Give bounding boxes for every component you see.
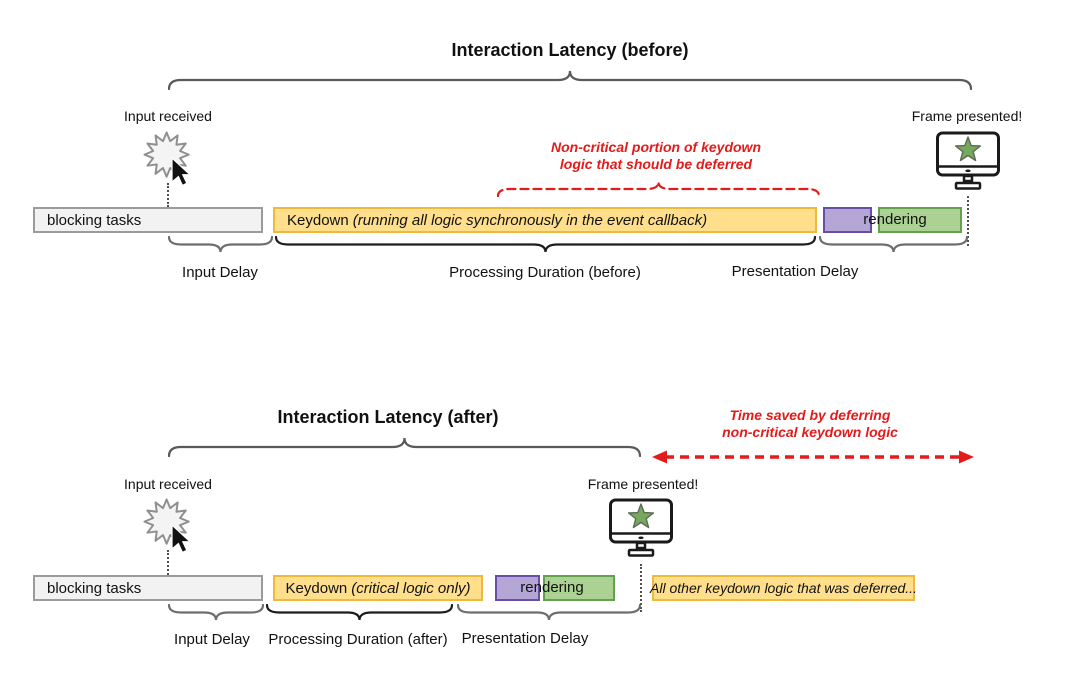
click-burst-icon [138, 495, 198, 562]
title-before: Interaction Latency (before) [451, 40, 689, 60]
monitor-icon [935, 131, 1001, 198]
monitor-icon [608, 498, 674, 565]
bar-deferred-keydown: All other keydown logic that was deferre… [650, 575, 917, 601]
bar-render-green [878, 207, 962, 233]
presentation-delay-label: Presentation Delay [461, 630, 589, 647]
input-timeline-connector [167, 183, 169, 207]
time-saved-annotation: Time saved by deferring non-critical key… [722, 407, 898, 440]
click-burst-icon [138, 128, 198, 195]
deferred-portion-brace [496, 181, 821, 198]
bar-blocking-tasks: blocking tasks [33, 575, 263, 601]
star-icon [954, 136, 982, 162]
time-saved-arrow [652, 450, 974, 469]
bar-render-purple [823, 207, 872, 233]
input-delay-brace [167, 235, 274, 253]
cursor-icon [171, 156, 192, 187]
diagram-before: Interaction Latency (before) Input recei… [0, 0, 1071, 340]
input-received-label: Input received [124, 108, 212, 124]
bar-render-green [543, 575, 615, 601]
frame-timeline-connector [640, 564, 642, 612]
interaction-latency-brace-before [167, 70, 973, 91]
bar-keydown-critical: Keydown (critical logic only) [273, 575, 483, 601]
bar-keydown: Keydown (running all logic synchronously… [273, 207, 817, 233]
frame-timeline-connector [967, 196, 969, 246]
presentation-delay-label: Presentation Delay [731, 263, 859, 280]
diagram-after: Interaction Latency (after) Time saved b… [0, 340, 1071, 690]
input-received-label: Input received [124, 476, 212, 492]
presentation-delay-brace [818, 235, 969, 253]
input-timeline-connector [167, 550, 169, 575]
cursor-icon [171, 523, 192, 554]
interaction-latency-brace-after [167, 437, 642, 458]
bar-blocking-tasks: blocking tasks [33, 207, 263, 233]
processing-duration-brace [274, 235, 817, 253]
input-delay-label: Input Delay [174, 631, 250, 648]
deferred-annotation: Non-critical portion of keydown logic th… [550, 139, 761, 172]
bar-render-purple [495, 575, 540, 601]
star-icon [627, 503, 655, 529]
input-delay-brace [167, 603, 265, 621]
frame-presented-label: Frame presented! [587, 476, 699, 492]
title-after: Interaction Latency (after) [277, 407, 499, 427]
presentation-delay-brace [456, 603, 642, 621]
processing-duration-label: Processing Duration (after) [268, 631, 448, 648]
rendering-label: rendering [520, 579, 584, 596]
rendering-label: rendering [863, 211, 927, 228]
input-delay-label: Input Delay [182, 264, 258, 281]
frame-presented-label: Frame presented! [911, 108, 1023, 124]
processing-duration-brace [265, 603, 454, 621]
processing-duration-label: Processing Duration (before) [449, 264, 641, 281]
